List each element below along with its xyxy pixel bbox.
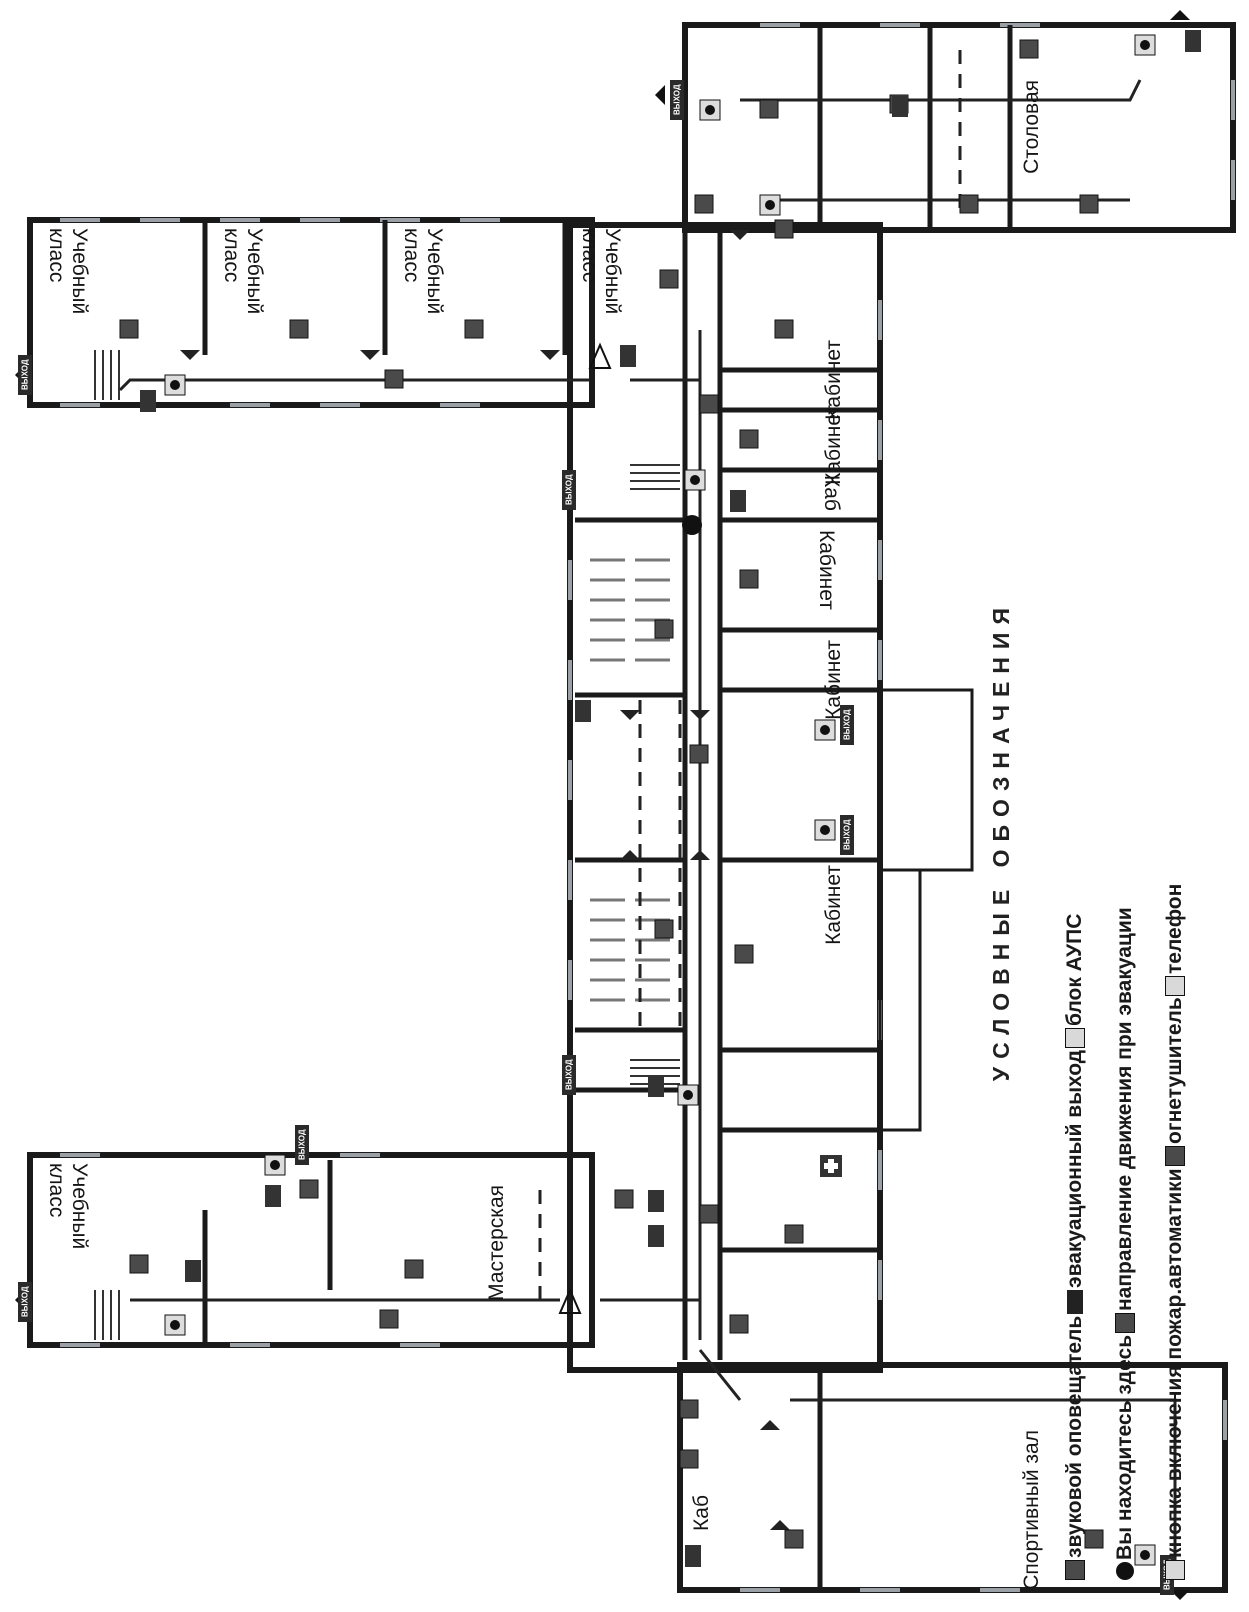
exit-sign: ВЫХОД [840, 705, 854, 745]
bottom-wing-walls [27, 1152, 595, 1348]
legend-exit-label: эвакуационный выход [1063, 1049, 1086, 1288]
phone-icon [1165, 975, 1185, 996]
legend-extinguisher-label: огнетушитель [1163, 997, 1186, 1145]
icon-markers [119, 39, 1104, 1549]
room-label-cab-short1: Каб [820, 475, 844, 511]
room-label-canteen: Столовая [1020, 80, 1043, 174]
legend-button-label: кнопка включения пожар.автоматики [1163, 1168, 1186, 1558]
legend-phone-label: телефон [1163, 883, 1186, 974]
extinguishers [140, 30, 1201, 1567]
legend-here-label: Вы находитесь здесь [1113, 1334, 1136, 1560]
room-label-gym: Спортивный зал [1020, 1430, 1043, 1590]
exit-sign: ВЫХОД [18, 1282, 32, 1322]
exit-sign-icon [1067, 1289, 1083, 1314]
evacuation-paths [118, 79, 1177, 1570]
fire-buttons [164, 34, 1156, 1566]
exit-sign: ВЫХОД [295, 1125, 309, 1165]
legend-row-3: кнопка включения пожар.автоматики огнету… [1163, 230, 1187, 1580]
room-label-workshop: Мастерская [485, 1185, 508, 1301]
legend-title: УСЛОВНЫЕ ОБОЗНАЧЕНИЯ [988, 600, 1014, 1082]
interior-walls [202, 25, 1013, 1590]
you-are-here-dot [682, 515, 702, 535]
you-are-here-icon [1116, 1562, 1134, 1580]
extinguisher-icon [1165, 1146, 1185, 1167]
canteen-walls [682, 22, 1236, 233]
room-label-cabinet5: Кабинет [822, 865, 845, 945]
room-label-cab-short2: Каб [690, 1495, 713, 1531]
exit-sign: ВЫХОД [18, 355, 32, 395]
legend-direction-label: направление движения при эвакуации [1113, 907, 1136, 1311]
exit-sign: ВЫХОД [562, 1055, 576, 1095]
stage-area [878, 688, 974, 1132]
warning-icons [558, 342, 612, 1314]
legend-block-label: блок АУПС [1063, 913, 1086, 1026]
sounder-icon [1065, 1560, 1085, 1580]
legend-row-2: Вы находитесь здесь направление движения… [1113, 230, 1137, 1580]
room-label-cabinet2: Кабинет [822, 405, 845, 485]
fire-button-icon [1165, 1560, 1185, 1580]
exit-sign: ВЫХОД [670, 80, 684, 120]
exit-sign: ВЫХОД [562, 470, 576, 510]
exit-sign: ВЫХОД [840, 815, 854, 855]
gym-walls [677, 1362, 1228, 1593]
room-label-cabinet3: Кабинет [815, 530, 839, 610]
evacuation-arrow-icon [1115, 1312, 1135, 1333]
alarm-block-icon [1065, 1027, 1085, 1048]
top-wing-walls [27, 217, 595, 408]
arrowheads [180, 230, 790, 1530]
evac-dashed [538, 50, 962, 1300]
legend-sounder-label: звуковой оповещатель [1063, 1315, 1086, 1558]
legend-row-1: звуковой оповещатель эвакуационный выход… [1063, 230, 1087, 1580]
first-aid-icon [820, 1155, 842, 1177]
